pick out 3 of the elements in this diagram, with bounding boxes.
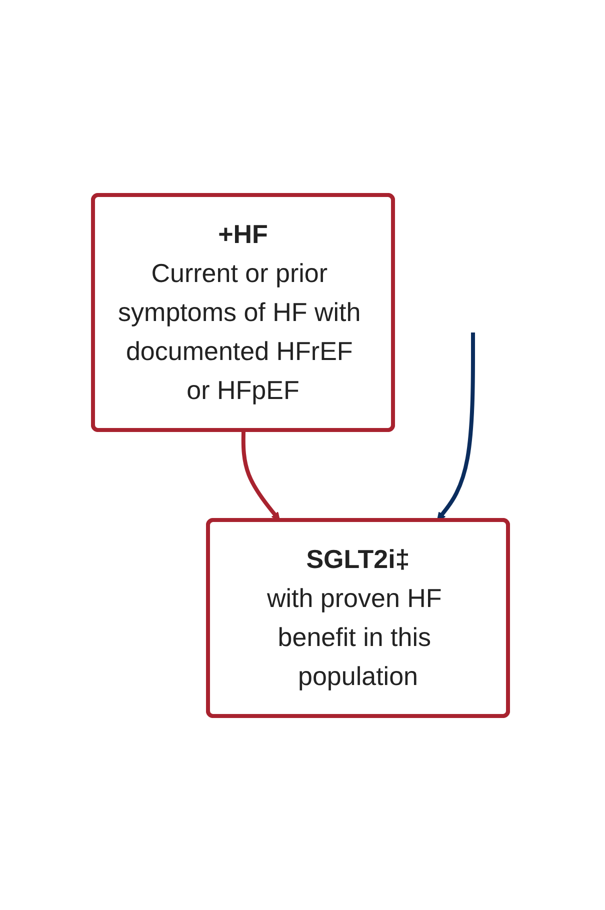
arrow — [436, 332, 474, 520]
arrow — [240, 430, 280, 520]
flowchart-drawing: +HF Current or prior symptoms of HF with documented HFrEF or HFpEF SGLT2i‡ with proven HF benefit in this population — [84, 186, 520, 724]
